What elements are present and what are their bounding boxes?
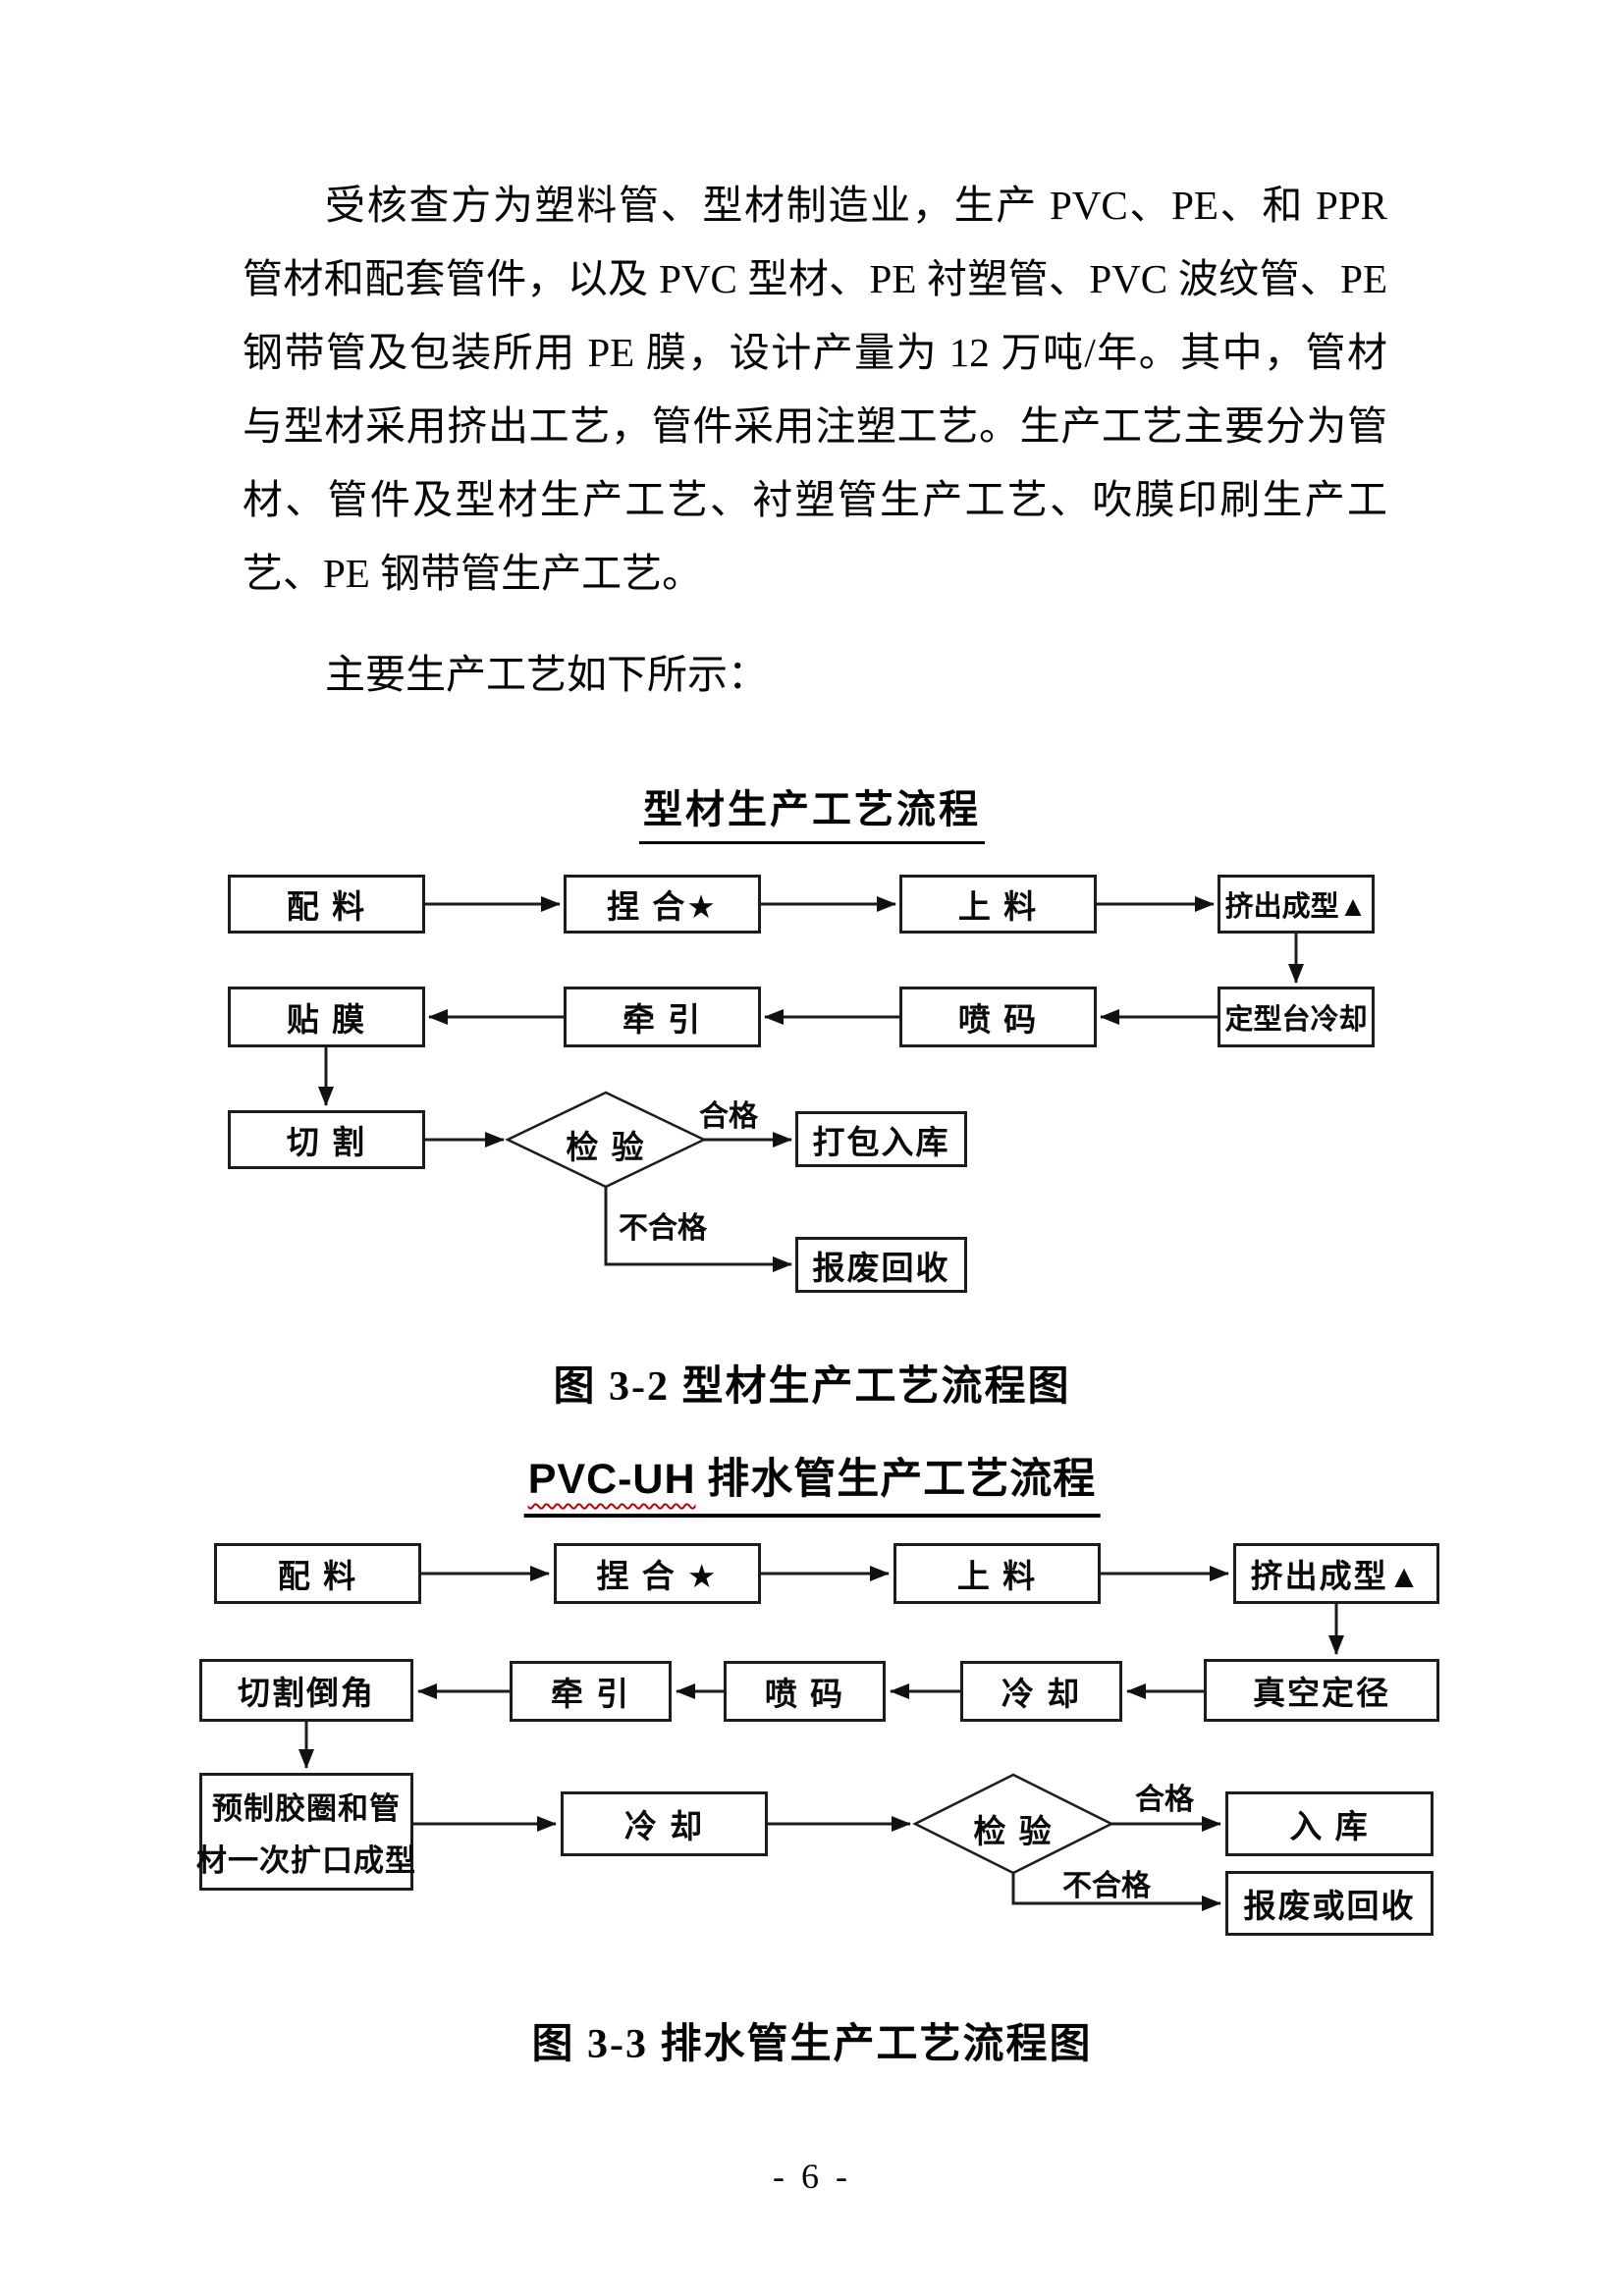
flow1-node-inspection-label: 检 验 (566, 1129, 646, 1165)
flow1-node-coding: 喷 码 (899, 987, 1097, 1047)
flow2-node-preformed-socket-line2: 材一次扩口成型 (196, 1843, 416, 1878)
flow1-node-traction: 牵 引 (564, 987, 761, 1047)
flow2-node-warehouse: 入 库 (1225, 1791, 1434, 1856)
flow2-node-preformed-socket-line1: 预制胶圈和管 (212, 1791, 401, 1826)
flow2-title-latin: PVC-UH (527, 1456, 696, 1503)
flow2-title-cjk: 排水管生产工艺流程 (695, 1457, 1097, 1503)
flow1-connectors (318, 896, 1304, 1272)
flow2-pass-label: 合格 (1135, 1784, 1194, 1816)
flow2-fail-label: 不合格 (1062, 1870, 1151, 1902)
flow2-node-cooling1: 冷 却 (960, 1661, 1122, 1722)
flow1-node-film: 贴 膜 (228, 987, 425, 1047)
flow1-node-packing: 打包入库 (795, 1111, 967, 1167)
flow1-caption: 图 3-2 型材生产工艺流程图 (553, 1364, 1071, 1410)
flow2-node-cooling2: 冷 却 (561, 1791, 768, 1856)
flow2-node-inspection-label: 检 验 (973, 1813, 1054, 1849)
flow2-node-cut-chamfer: 切割倒角 (199, 1659, 413, 1722)
flow1-fail-label: 不合格 (619, 1212, 707, 1245)
paragraph-main: 受核查方为塑料管、型材制造业，生产 PVC、PE、和 PPR 管材和配套管件，以… (243, 183, 1387, 596)
paragraph-intro: 主要生产工艺如下所示： (325, 652, 768, 697)
flow1-node-cutting: 切 割 (228, 1110, 425, 1169)
flow2-node-kneading: 捏 合 ★ (554, 1543, 761, 1604)
flow2-node-vacuum-sizing: 真空定径 (1204, 1659, 1439, 1722)
flow2-node-preformed-socket: 预制胶圈和管 材一次扩口成型 (196, 1773, 416, 1891)
page-number: - 6 - (773, 2157, 851, 2196)
flow2-node-scrap: 报废或回收 (1225, 1871, 1434, 1936)
flow2-title: PVC-UH 排水管生产工艺流程 (523, 1445, 1101, 1518)
flow1-title: 型材生产工艺流程 (639, 777, 985, 844)
flow1-node-mixing: 配 料 (228, 875, 425, 934)
flow1-inspection-diamond (505, 1091, 707, 1189)
flow1-node-loading: 上 料 (899, 875, 1097, 934)
flow2-node-mixing: 配 料 (214, 1543, 421, 1604)
flow2-node-traction: 牵 引 (510, 1661, 672, 1722)
flow1-node-extrusion: 挤出成型▲ (1218, 875, 1375, 934)
flow1-node-cooling-table: 定型台冷却 (1218, 987, 1375, 1047)
flow1-pass-label: 合格 (699, 1100, 758, 1133)
flow2-inspection-diamond (912, 1773, 1114, 1875)
flow2-node-coding: 喷 码 (724, 1661, 886, 1722)
flow2-connectors (298, 1566, 1344, 1911)
flow2-node-extrusion: 挤出成型▲ (1233, 1543, 1439, 1604)
flow2-node-loading: 上 料 (893, 1543, 1101, 1604)
flow1-node-kneading: 捏 合★ (564, 875, 761, 934)
flow1-node-scrap: 报废回收 (795, 1237, 967, 1293)
flow2-caption: 图 3-3 排水管生产工艺流程图 (531, 2022, 1093, 2067)
